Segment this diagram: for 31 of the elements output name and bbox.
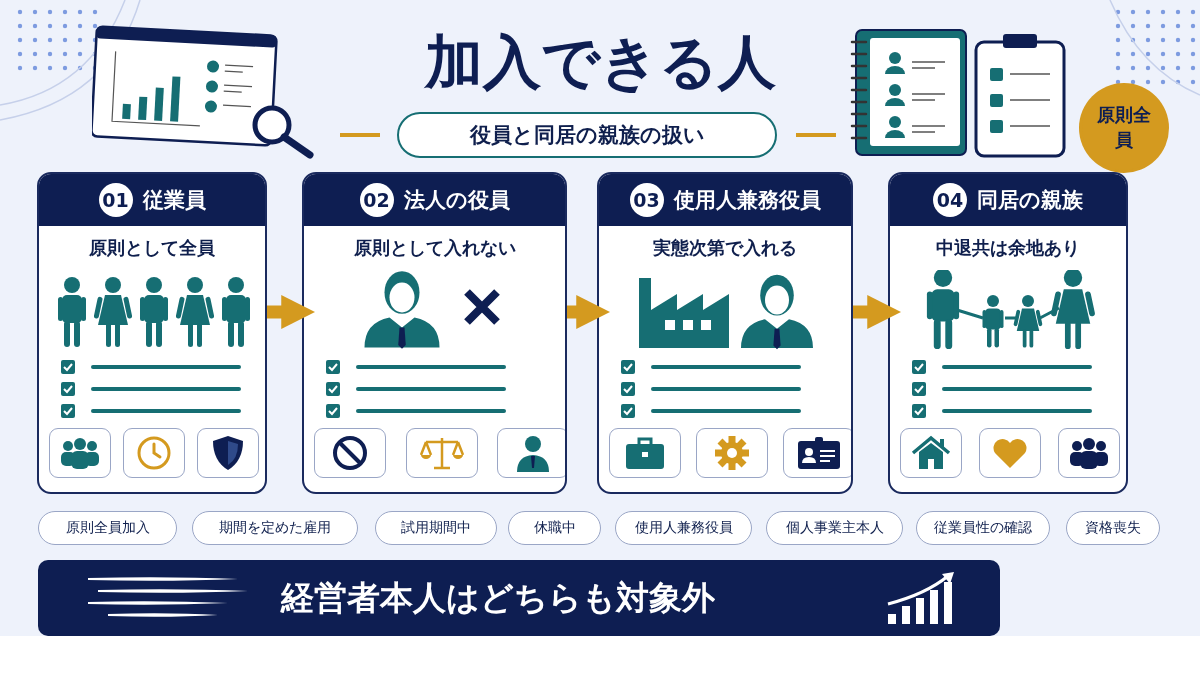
banner [38, 560, 1000, 636]
category-card [37, 172, 267, 494]
category-card [597, 172, 853, 494]
tag-pill: 休職中 [508, 511, 601, 545]
number-badge: 02 [359, 183, 394, 217]
tag-pill: 個人事業主本人 [766, 511, 903, 545]
arrow [853, 295, 902, 329]
number-badge: 03 [629, 183, 664, 217]
card-subheading: 中退共は余地あり [935, 236, 1081, 260]
tag-pill: 試用期間中 [375, 511, 497, 545]
card-subheading: 実態次第で入れる [652, 236, 798, 260]
card-heading: 従業員 [142, 187, 206, 214]
subtitle-pill: 役員と同居の親族の扱い [397, 112, 777, 158]
category-card [888, 172, 1128, 494]
tag-pill: 原則全員加入 [38, 511, 177, 545]
card-heading: 法人の役員 [403, 187, 510, 214]
card-heading: 同居の親族 [977, 187, 1083, 214]
tag-pill: 従業員性の確認 [916, 511, 1050, 545]
tag-pill: 資格喪失 [1066, 511, 1160, 545]
arrow [267, 295, 316, 329]
card-heading: 使用人兼務役員 [673, 187, 821, 214]
card-subheading: 原則として入れない [352, 236, 517, 260]
arrow [567, 295, 611, 329]
card-subheading: 原則として全員 [88, 236, 216, 260]
number-badge: 01 [98, 183, 133, 217]
category-card [302, 172, 567, 494]
number-badge: 04 [933, 183, 967, 217]
tag-pill: 期間を定めた雇用 [192, 511, 358, 545]
title: 加入できる人 [423, 27, 777, 98]
banner-text: 経営者本人はどちらも対象外 [279, 577, 716, 619]
tag-pill: 使用人兼務役員 [615, 511, 752, 545]
